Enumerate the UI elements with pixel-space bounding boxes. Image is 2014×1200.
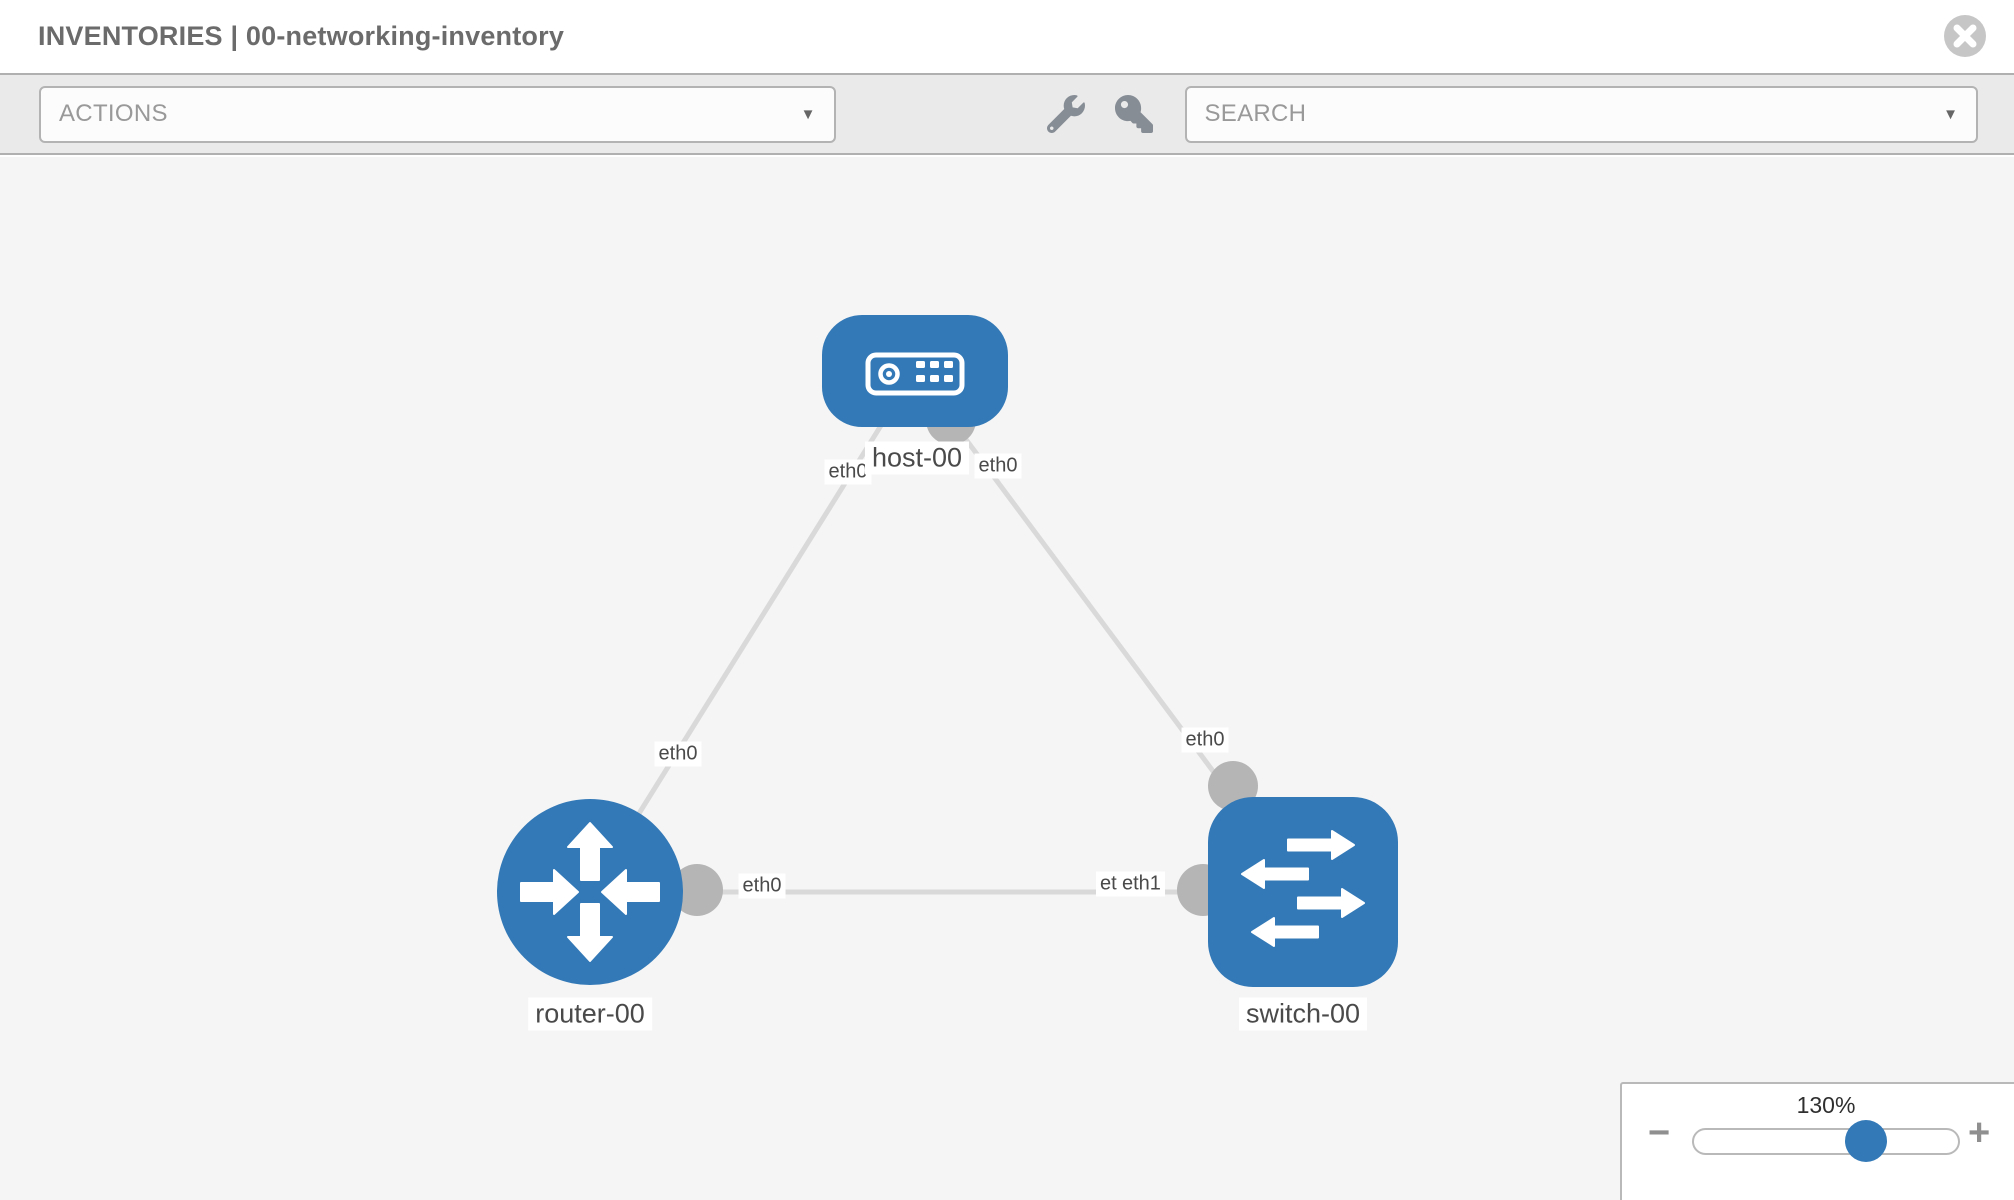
interface-label: eth0: [974, 453, 1022, 479]
page-title: INVENTORIES | 00-networking-inventory: [38, 21, 565, 51]
node-label-host: host-00: [864, 441, 970, 475]
switch-icon: [1241, 830, 1365, 947]
zoom-slider-track[interactable]: [1692, 1120, 1960, 1162]
actions-dropdown-label: ACTIONS: [59, 100, 168, 127]
actions-dropdown[interactable]: ACTIONS ▼: [39, 85, 836, 143]
server-icon: [865, 352, 965, 396]
interface-label: eth0: [654, 741, 702, 767]
interface-label: eth0: [1181, 727, 1229, 753]
key-icon[interactable]: [1114, 95, 1153, 133]
header: INVENTORIES | 00-networking-inventory: [0, 0, 2014, 75]
node-host-00[interactable]: [822, 315, 1008, 427]
zoom-panel: 130% − +: [1620, 1082, 2014, 1200]
node-label-router: router-00: [528, 997, 652, 1031]
node-switch-00[interactable]: [1208, 797, 1398, 987]
search-placeholder: SEARCH: [1204, 100, 1307, 127]
search-dropdown[interactable]: SEARCH ▼: [1184, 85, 1978, 143]
interface-label: eth1: [1118, 871, 1165, 897]
link-host-router: [587, 369, 918, 894]
wrench-icon[interactable]: [1046, 95, 1085, 133]
endpoint-router-eth0: [671, 864, 723, 916]
router-icon: [520, 822, 660, 962]
zoom-level: 130%: [1796, 1092, 1856, 1118]
topology-svg: [497, 315, 1398, 987]
zoom-in-button[interactable]: +: [1968, 1112, 1991, 1154]
close-icon[interactable]: [1943, 14, 1987, 58]
interface-label: eth0: [738, 873, 786, 899]
zoom-out-button[interactable]: −: [1648, 1112, 1671, 1154]
chevron-down-icon: ▼: [1943, 105, 1958, 123]
node-label-switch: switch-00: [1238, 997, 1368, 1031]
chevron-down-icon: ▼: [800, 105, 816, 123]
node-router-00[interactable]: [497, 799, 683, 985]
toolbar: ACTIONS ▼ SEARCH ▼: [0, 75, 2014, 155]
zoom-slider-knob[interactable]: [1845, 1120, 1887, 1162]
interface-label: eth0: [824, 459, 872, 485]
topology-canvas[interactable]: eth0 eth0 eth0 eth0 eth0 eth0 eth1 host-…: [0, 157, 2014, 1200]
